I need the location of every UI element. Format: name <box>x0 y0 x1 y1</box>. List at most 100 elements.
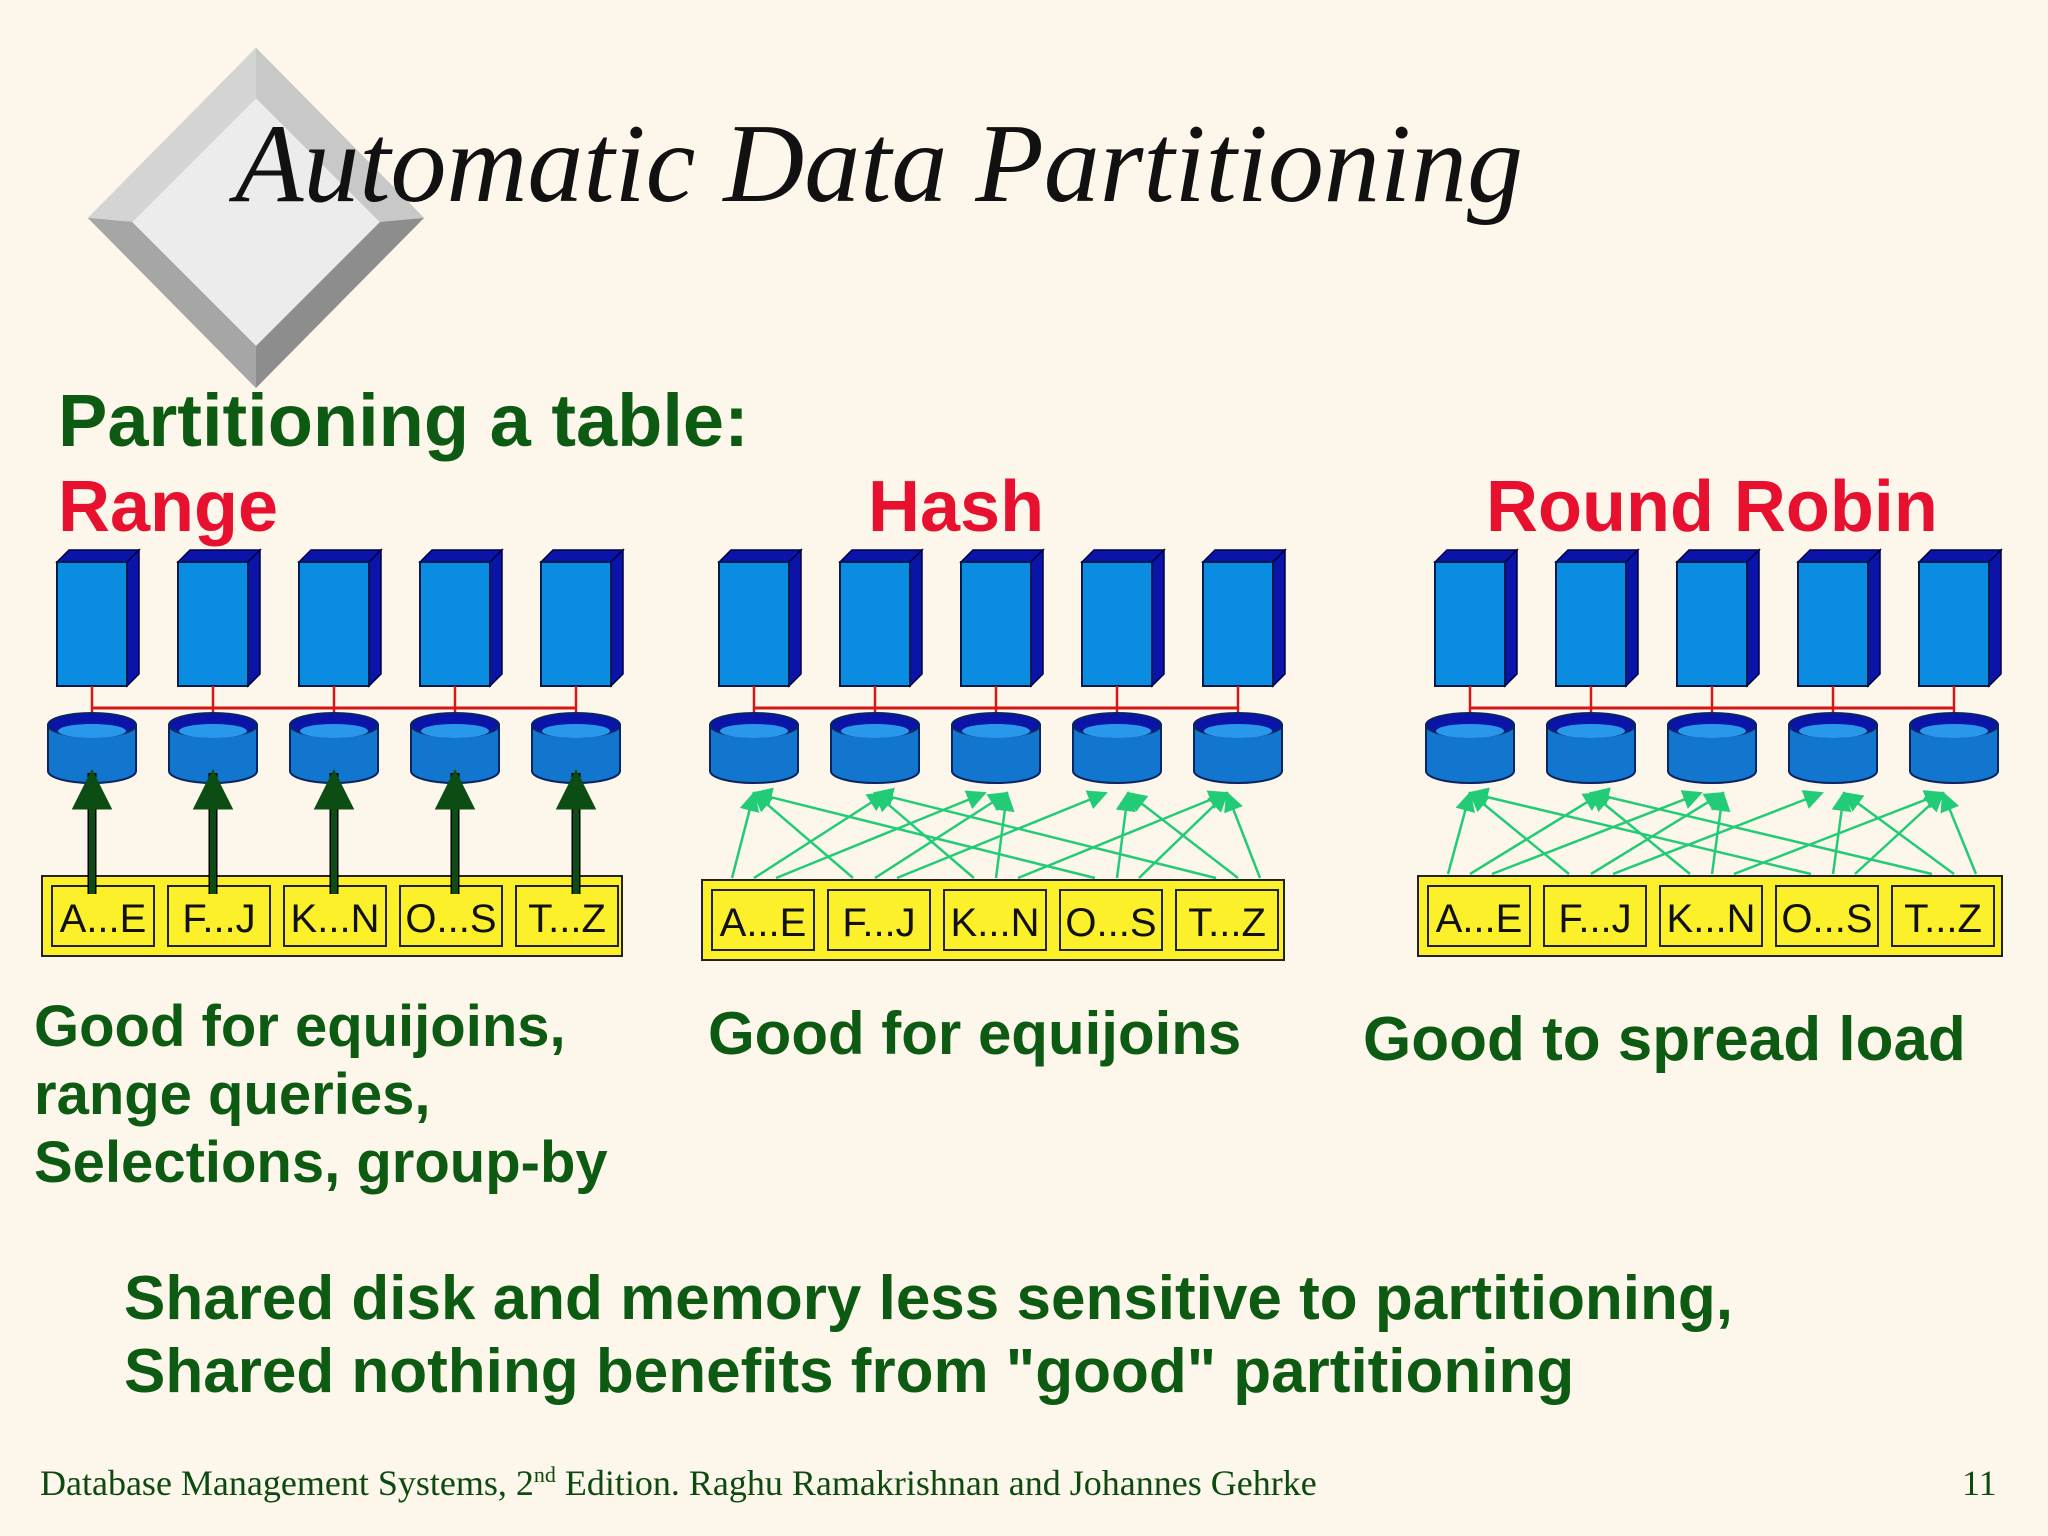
processor-node <box>540 561 612 687</box>
scatter-arrow <box>1469 791 1604 876</box>
section-heading: Partitioning a table: <box>58 379 749 462</box>
processor-node <box>960 561 1032 687</box>
disk-body <box>1909 724 1999 784</box>
disk-highlight <box>179 724 247 738</box>
diamond-logo-icon <box>88 48 424 388</box>
disk-body <box>830 724 920 784</box>
partition-label: T...Z <box>1188 901 1266 945</box>
processor-side <box>126 548 140 688</box>
partition-label: A...E <box>60 897 147 941</box>
note-hash-line: Good for equijoins <box>708 1000 1242 1067</box>
note-round-robin: Good to spread load <box>1363 1006 1966 1074</box>
partition-label: T...Z <box>528 897 606 941</box>
partition-label: F...J <box>1558 897 1631 941</box>
scatter-arrow <box>994 791 1015 879</box>
disk-body <box>951 724 1041 784</box>
note-hash: Good for equijoins <box>708 1000 1241 1068</box>
scatter-arrow <box>752 791 854 879</box>
partition-cell <box>515 885 619 947</box>
partition-cell <box>167 885 271 947</box>
scatter-arrow <box>1446 791 1475 875</box>
page-number: 11 <box>1962 1463 1997 1503</box>
disk-highlight <box>1557 724 1625 738</box>
disk-highlight <box>720 724 788 738</box>
processor-top <box>1554 549 1640 563</box>
disk-body <box>1546 724 1636 784</box>
scatter-arrow <box>753 791 888 880</box>
partition-cell <box>1427 885 1531 947</box>
processor-node <box>1202 561 1274 687</box>
partition-label: O...S <box>1065 901 1156 945</box>
disk-highlight <box>1678 724 1746 738</box>
processor-node <box>1081 561 1153 687</box>
method-label-range: Range <box>58 467 279 547</box>
processor-node <box>56 561 128 687</box>
partition-cell <box>1543 885 1647 947</box>
disk-highlight <box>1799 724 1867 738</box>
processor-top <box>1917 549 2003 563</box>
processor-top <box>297 549 383 563</box>
processor-node <box>298 561 370 687</box>
disk-body <box>709 724 799 784</box>
disk-highlight <box>300 724 368 738</box>
partition-cell <box>943 889 1047 951</box>
partition-cell <box>1891 885 1995 947</box>
partition-cell <box>1175 889 1279 951</box>
disk-highlight <box>1436 724 1504 738</box>
partition-cell <box>711 889 815 951</box>
partition-label: K...N <box>291 897 380 941</box>
processor-side <box>489 548 503 688</box>
processor-node <box>177 561 249 687</box>
processor-side <box>1504 548 1518 688</box>
processor-top <box>717 549 803 563</box>
disk-highlight <box>841 724 909 738</box>
partition-cell <box>51 885 155 947</box>
partition-label: K...N <box>951 901 1040 945</box>
disk-body <box>1072 724 1162 784</box>
scatter-arrow <box>730 791 760 879</box>
citation-suffix: Edition. Raghu Ramakrishnan and Johannes… <box>555 1463 1317 1503</box>
disk-highlight <box>1204 724 1272 738</box>
scatter-arrow <box>1590 791 1725 876</box>
processor-top <box>1675 549 1761 563</box>
footer-citation: Database Management Systems, 2nd Edition… <box>40 1462 1317 1504</box>
processor-side <box>1625 548 1639 688</box>
processor-node <box>1676 561 1748 687</box>
summary-line: Shared disk and memory less sensitive to… <box>124 1264 1734 1333</box>
scatter-arrow <box>1710 791 1731 875</box>
scatter-arrow <box>775 790 987 880</box>
processor-top <box>55 549 141 563</box>
processor-top <box>1433 549 1519 563</box>
scatter-arrow <box>1224 791 1262 879</box>
processor-top <box>1796 549 1882 563</box>
partition-cell <box>827 889 931 951</box>
scatter-arrow <box>1115 791 1136 879</box>
disk-body <box>1667 724 1757 784</box>
scatter-arrow <box>1940 791 1978 875</box>
scatter-arrow <box>1468 787 1812 876</box>
processor-node <box>419 561 491 687</box>
processor-top <box>838 549 924 563</box>
processor-side <box>247 548 261 688</box>
summary-text: Shared disk and memory less sensitive to… <box>124 1262 1733 1408</box>
processor-node <box>1434 561 1506 687</box>
scatter-arrow <box>874 791 1009 880</box>
processor-side <box>909 548 923 688</box>
processor-side <box>368 548 382 688</box>
scatter-arrow <box>752 787 1096 880</box>
scatter-arrow <box>1842 791 1955 876</box>
method-label-round-robin: Round Robin <box>1486 467 1938 547</box>
disk-highlight <box>1920 724 1988 738</box>
disk-highlight <box>421 724 489 738</box>
disk-body <box>1788 724 1878 784</box>
processor-top <box>1201 549 1287 563</box>
processor-side <box>1746 548 1760 688</box>
note-range-line: Good for equijoins, <box>34 994 566 1059</box>
disk-body <box>1193 724 1283 784</box>
partition-cell <box>1059 889 1163 951</box>
partition-cell <box>1775 885 1879 947</box>
processor-node <box>1918 561 1990 687</box>
disk-highlight <box>542 724 610 738</box>
